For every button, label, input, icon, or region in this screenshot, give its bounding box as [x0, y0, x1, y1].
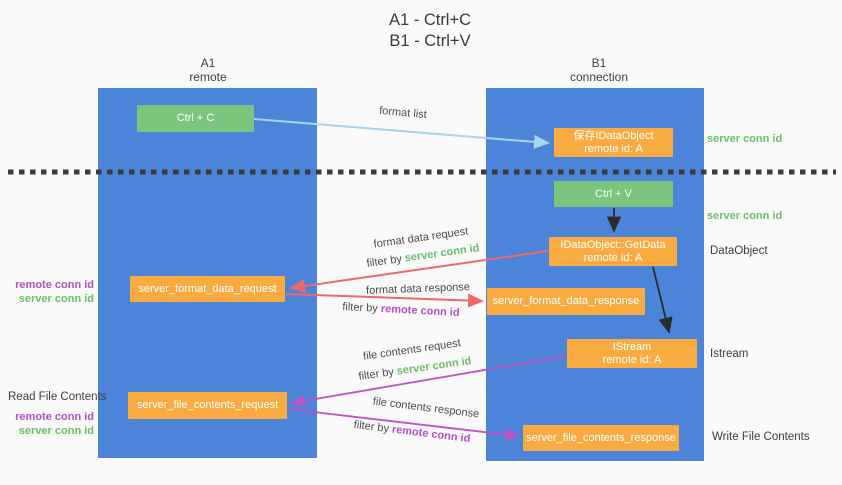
save-idataobject-line1: 保存IDataObject [573, 129, 654, 142]
column-b1-name: B1 [591, 56, 607, 70]
getdata-line1: IDataObject::GetData [560, 238, 666, 251]
column-a1-name: A1 [200, 56, 216, 70]
server-format-data-response-box: server_format_data_response [487, 288, 645, 315]
server-file-contents-response-box: server_file_contents_response [523, 425, 679, 451]
filter-by-text: filter by [365, 252, 406, 270]
format-data-response-filter-label: filter by remote conn id [336, 301, 466, 320]
save-idataobject-line2: remote id: A [584, 142, 643, 155]
column-header-a1: A1 remote [138, 56, 278, 84]
server-conn-id-text: server conn id [395, 355, 473, 378]
filter-by-text: filter by [357, 365, 398, 383]
format-data-response-label: format data response [365, 281, 471, 297]
remote-conn-id-text: remote conn id [380, 302, 460, 320]
server-file-contents-request-label: server_file_contents_request [136, 399, 279, 411]
filter-by-text: filter by [353, 418, 393, 436]
server-conn-id-label-top: server conn id [707, 133, 783, 145]
server-conn-id-label-mid: server conn id [707, 210, 783, 222]
column-a1-subtitle: remote [189, 70, 227, 84]
remote-conn-id-label: remote conn id [15, 279, 94, 291]
column-header-b1: B1 connection [529, 56, 669, 84]
format-request-conn-ids: remote conn id server conn id [4, 278, 94, 306]
remote-conn-id-label: remote conn id [15, 411, 94, 423]
server-format-data-response-label: server_format_data_response [492, 295, 640, 307]
server-conn-id-text: server conn id [403, 242, 481, 265]
column-b1-subtitle: connection [569, 70, 629, 84]
read-file-contents-label: Read File Contents [8, 391, 107, 403]
istream-box: IStream remote id: A [567, 339, 697, 368]
server-conn-id-label: server conn id [18, 425, 94, 437]
file-request-conn-ids: remote conn id server conn id [4, 410, 94, 438]
server-format-data-request-label: server_format_data_request [138, 282, 277, 295]
format-list-label: format list [378, 104, 428, 122]
title-line-1: A1 - Ctrl+C [388, 11, 472, 29]
save-idataobject-box: 保存IDataObject remote id: A [554, 128, 673, 157]
server-file-contents-response-label: server_file_contents_response [526, 431, 676, 444]
istream-line2: remote id: A [602, 353, 662, 366]
istream-side-label: Istream [710, 348, 749, 360]
file-contents-response-filter-label: filter by remote conn id [346, 418, 478, 446]
server-conn-id-label: server conn id [18, 293, 94, 305]
diagram-title: A1 - Ctrl+C B1 - Ctrl+V [330, 10, 530, 52]
getdata-line2: remote id: A [583, 251, 643, 264]
server-format-data-request-box: server_format_data_request [130, 276, 285, 302]
ctrl-v-label: Ctrl + V [595, 187, 632, 200]
istream-line1: IStream [612, 340, 652, 353]
write-file-contents-label: Write File Contents [712, 431, 810, 443]
filter-by-text: filter by [342, 300, 382, 315]
remote-conn-id-text: remote conn id [391, 423, 471, 446]
dataobject-label: DataObject [710, 245, 768, 257]
title-line-2: B1 - Ctrl+V [389, 32, 471, 50]
ctrl-c-label: Ctrl + C [176, 112, 215, 124]
server-file-contents-request-box: server_file_contents_request [128, 392, 287, 419]
ctrl-v-action-box: Ctrl + V [554, 181, 673, 207]
file-contents-response-label: file contents response [372, 395, 480, 421]
ctrl-c-action-box: Ctrl + C [137, 105, 254, 132]
idataobject-getdata-box: IDataObject::GetData remote id: A [549, 237, 677, 266]
